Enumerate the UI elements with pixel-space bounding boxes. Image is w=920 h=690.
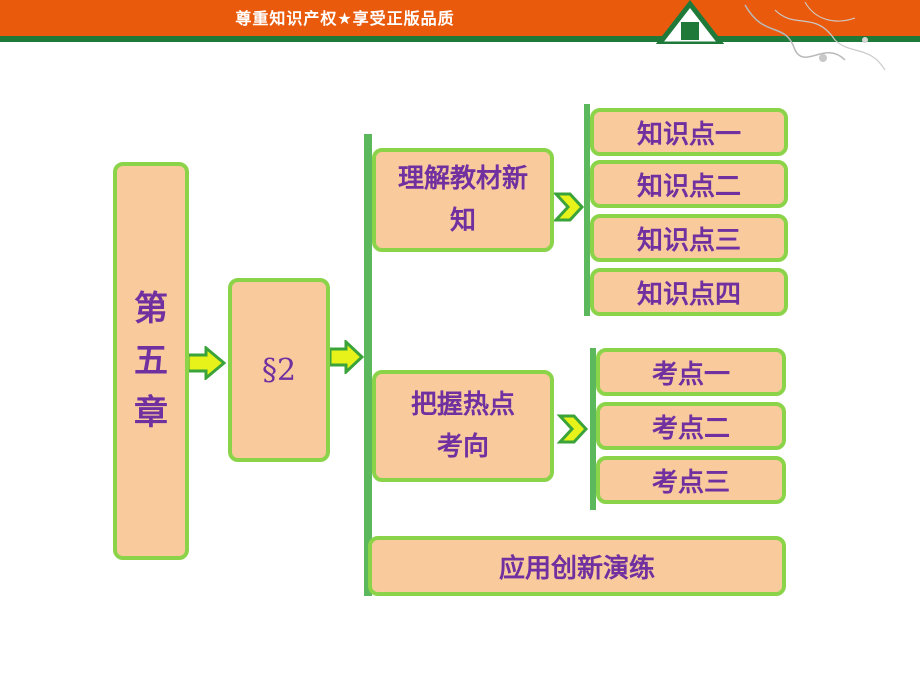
knowledge-point-box: 知识点三 [590, 214, 788, 262]
level1-box-hotspots: 把握热点考向 [372, 370, 554, 482]
floral-decoration-icon [744, 1, 886, 71]
chapter-label: 第五章 [134, 289, 168, 433]
top-banner-line [0, 36, 920, 42]
knowledge-point-label: 知识点四 [636, 279, 741, 310]
banner-slogan: 尊重知识产权★享受正版品质 [235, 9, 455, 28]
knowledge-point-label: 知识点二 [636, 171, 741, 202]
connector-main-h1 [364, 196, 376, 204]
chevron-right-icon [552, 192, 585, 222]
arrow-right-icon [328, 340, 364, 374]
level1-box-understand: 理解教材新知 [372, 148, 554, 252]
connector-main-h2 [364, 420, 376, 428]
logo-a-icon [655, 0, 725, 44]
knowledge-point-label: 知识点一 [636, 119, 741, 150]
knowledge-point-label: 知识点三 [636, 225, 741, 256]
top-banner [0, 0, 920, 36]
chevron-right-icon [556, 414, 589, 444]
chapter-box: 第五章 [113, 162, 189, 560]
connector-knowledge-vertical [584, 104, 590, 316]
level1-box-practice: 应用创新演练 [368, 536, 786, 596]
knowledge-point-box: 知识点一 [590, 108, 788, 156]
connector-main-vertical [364, 134, 372, 596]
level1-label: 理解教材新知 [397, 164, 528, 236]
connector-exam-vertical [590, 348, 596, 510]
section-box: §2 [228, 278, 330, 462]
exam-point-box: 考点一 [596, 348, 786, 396]
section-label: §2 [261, 352, 297, 388]
exam-point-label: 考点三 [651, 467, 730, 498]
level1-label: 把握热点考向 [410, 390, 515, 462]
exam-point-label: 考点二 [651, 413, 730, 444]
arrow-right-icon [186, 346, 226, 380]
exam-point-label: 考点一 [651, 359, 730, 390]
exam-point-box: 考点二 [596, 402, 786, 450]
knowledge-point-box: 知识点四 [590, 268, 788, 316]
level1-label: 应用创新演练 [498, 553, 655, 584]
exam-point-box: 考点三 [596, 456, 786, 504]
knowledge-point-box: 知识点二 [590, 160, 788, 208]
